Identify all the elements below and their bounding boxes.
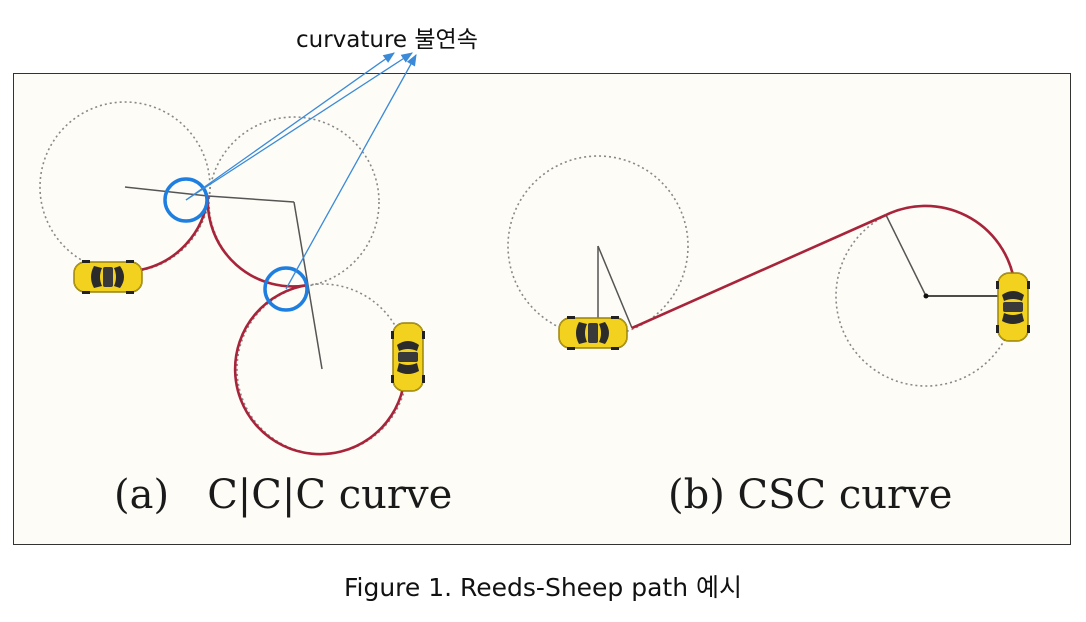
annotation-arrow-3 bbox=[285, 53, 417, 290]
center-dot-b2 bbox=[923, 293, 929, 299]
discontinuity-marker-1 bbox=[163, 177, 209, 223]
panel-b-csc: (b) CSC curve bbox=[507, 155, 1031, 518]
radius-line-b2 bbox=[597, 245, 633, 329]
car-top-view-icon bbox=[995, 272, 1031, 342]
discontinuity-marker-2 bbox=[263, 266, 309, 312]
path-straight-b bbox=[631, 213, 887, 330]
figure-frame bbox=[13, 73, 1071, 545]
car-top-view-icon bbox=[73, 259, 143, 295]
panel-a-ccc: (a) C|C|C curve bbox=[39, 101, 452, 518]
path-arc-a2 bbox=[206, 195, 309, 288]
path-arc-a1 bbox=[139, 195, 210, 272]
radius-line-a3 bbox=[293, 201, 309, 286]
curvature-discontinuity-label: curvature 불연속 bbox=[296, 27, 478, 53]
panel-a-label: (a) C|C|C curve bbox=[114, 472, 452, 518]
car-top-view-icon bbox=[390, 322, 426, 392]
path-arc-b2 bbox=[885, 204, 1016, 281]
path-arc-a3 bbox=[233, 283, 405, 456]
annotation-arrow-2 bbox=[185, 52, 413, 201]
radius-line-a4 bbox=[307, 284, 323, 370]
panel-b-label: (b) CSC curve bbox=[668, 472, 952, 518]
car-top-view-icon bbox=[558, 315, 628, 351]
radius-line-a2 bbox=[207, 195, 295, 203]
figure-caption: Figure 1. Reeds-Sheep path 예시 bbox=[343, 573, 743, 602]
radius-line-b3 bbox=[885, 214, 927, 297]
annotation-arrow-1 bbox=[185, 52, 395, 201]
